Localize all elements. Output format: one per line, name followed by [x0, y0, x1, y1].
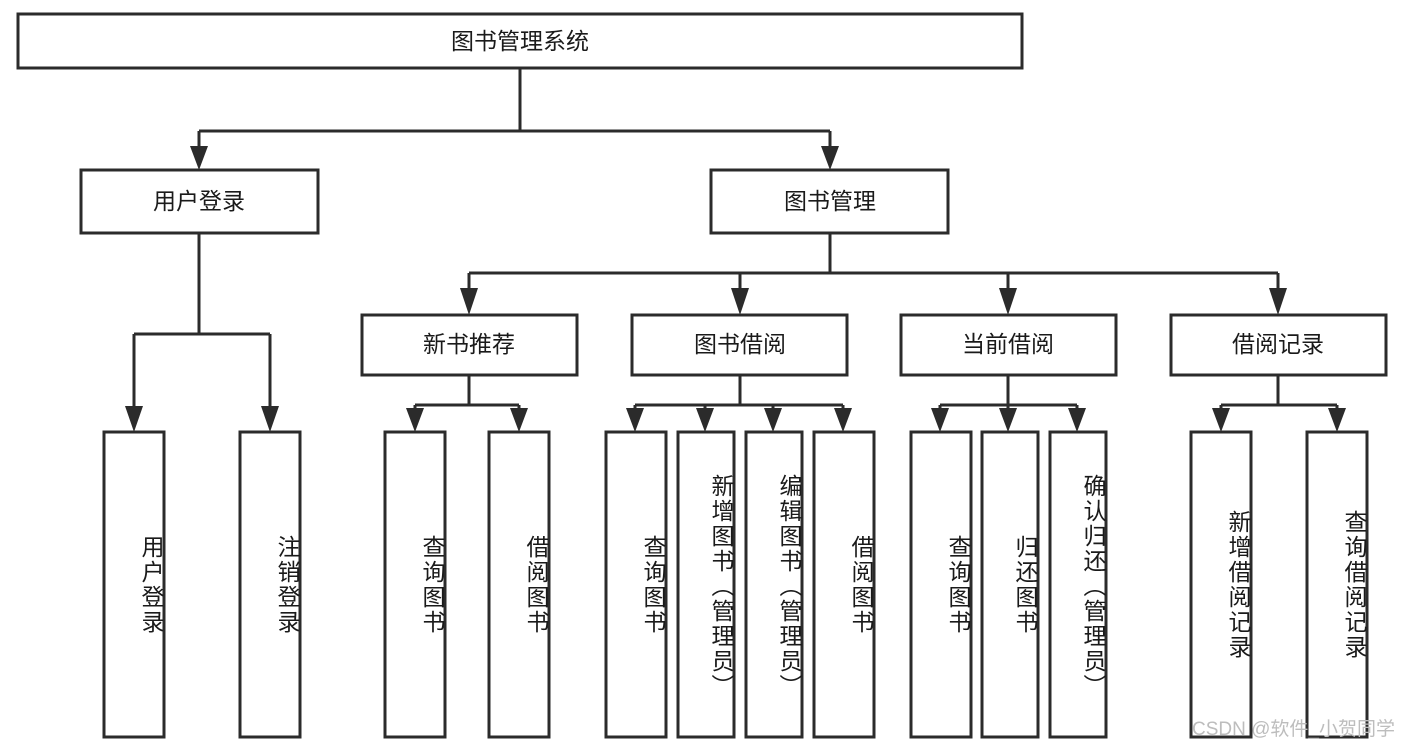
arrow-leaf-add-record	[1212, 408, 1230, 432]
arrow-leaf-query-book-2	[626, 408, 644, 432]
arrow-borrow-record	[1269, 288, 1287, 315]
connector-group	[125, 68, 1346, 432]
leaf-box-borrow-book-2[interactable]	[812, 430, 876, 739]
leaf-box-query-record[interactable]	[1305, 430, 1369, 739]
leaf-box-query-book-1[interactable]	[383, 430, 447, 739]
arrow-book-management	[821, 146, 839, 170]
node-current-borrow-box[interactable]	[899, 313, 1118, 377]
arrow-current-borrow	[999, 288, 1017, 315]
leaf-box-add-book[interactable]	[676, 430, 736, 739]
node-current-borrow-label: 当前借阅	[962, 331, 1054, 357]
node-user-login-box[interactable]	[79, 168, 320, 235]
leaf-box-user-login[interactable]	[102, 430, 166, 739]
arrow-leaf-user-login	[125, 406, 143, 432]
node-root-box[interactable]	[16, 12, 1024, 70]
arrow-leaf-edit-book	[764, 408, 782, 432]
arrow-user-login	[190, 146, 208, 170]
arrow-book-borrow	[731, 288, 749, 315]
node-box-group	[16, 12, 1388, 739]
leaf-box-add-record[interactable]	[1189, 430, 1253, 739]
leaf-box-return-book[interactable]	[980, 430, 1040, 739]
leaf-box-query-book-3[interactable]	[909, 430, 973, 739]
arrow-new-book-recommend	[460, 288, 478, 315]
arrow-leaf-borrow-book-1	[510, 408, 528, 432]
arrow-leaf-query-record	[1328, 408, 1346, 432]
leaf-box-borrow-book-1[interactable]	[487, 430, 551, 739]
node-label-group: 图书管理系统 用户登录 图书管理 新书推荐 图书借阅 当前借阅 借阅记录	[153, 28, 1324, 357]
node-borrow-record-box[interactable]	[1169, 313, 1388, 377]
node-root-label: 图书管理系统	[451, 28, 589, 54]
arrow-leaf-borrow-book-2	[834, 408, 852, 432]
arrow-leaf-logout	[261, 406, 279, 432]
node-book-borrow-box[interactable]	[630, 313, 849, 377]
node-book-management-box[interactable]	[709, 168, 950, 235]
node-new-book-recommend-label: 新书推荐	[423, 331, 515, 357]
leaf-box-confirm-return[interactable]	[1048, 430, 1108, 739]
node-borrow-record-label: 借阅记录	[1232, 331, 1324, 357]
leaf-box-query-book-2[interactable]	[604, 430, 668, 739]
node-book-management-label: 图书管理	[784, 188, 876, 214]
arrow-leaf-query-book-1	[406, 408, 424, 432]
arrow-leaf-return-book	[999, 408, 1017, 432]
leaf-box-logout[interactable]	[238, 430, 302, 739]
arrow-leaf-query-book-3	[931, 408, 949, 432]
arrow-leaf-add-book	[696, 408, 714, 432]
node-user-login-label: 用户登录	[153, 188, 245, 214]
node-book-borrow-label: 图书借阅	[694, 331, 786, 357]
node-new-book-recommend-box[interactable]	[360, 313, 579, 377]
arrow-leaf-confirm-return	[1068, 408, 1086, 432]
leaf-box-edit-book[interactable]	[744, 430, 804, 739]
